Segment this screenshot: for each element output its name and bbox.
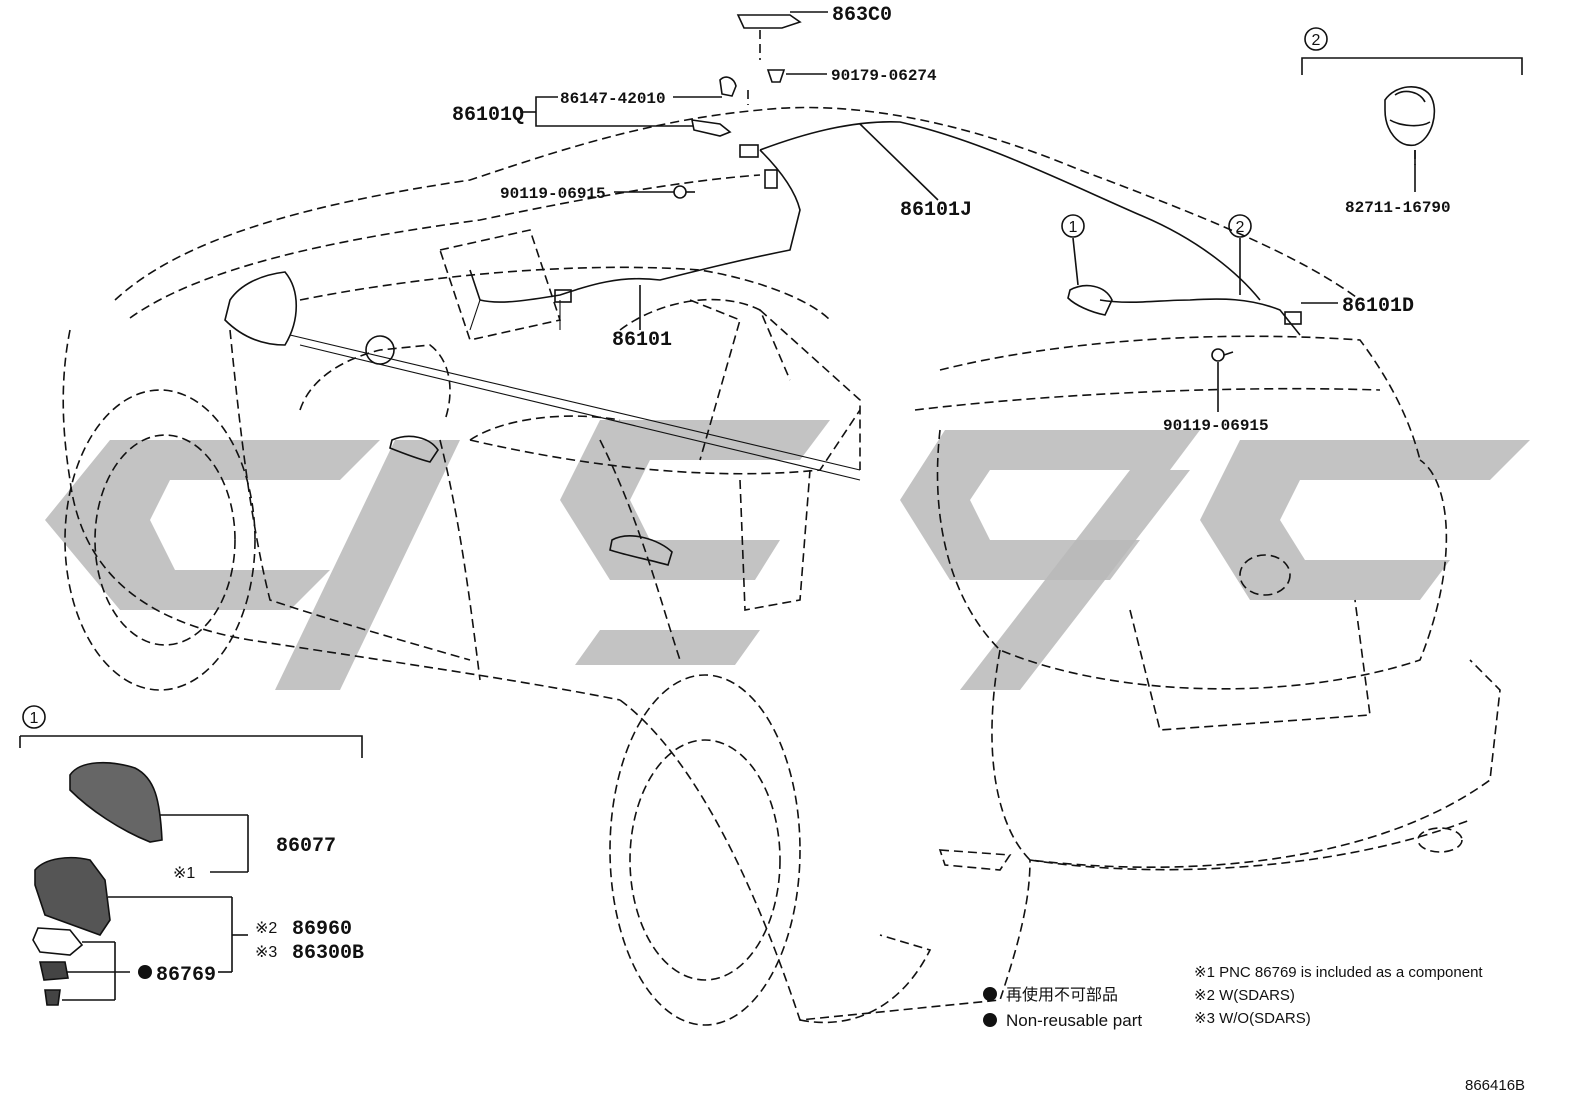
footnotes: ※1 PNC 86769 is included as a component … (1194, 964, 1483, 1027)
label-86101q: 86101Q (452, 104, 524, 127)
antenna-base-shape (34, 856, 111, 936)
watermark-logo (45, 420, 1530, 690)
callout-1-detail: 1 (30, 710, 39, 727)
label-86960: 86960 (292, 918, 352, 941)
callout-2-roof: 2 (1236, 219, 1245, 236)
note-1: ※1 PNC 86769 is included as a component (1194, 964, 1483, 981)
antenna-gasket-shape (32, 927, 84, 956)
antenna-clip-shape (39, 961, 69, 981)
label-863c0: 863C0 (832, 4, 892, 27)
part-labels: 863C0 90179-06274 86147-42010 86101Q 901… (138, 4, 1451, 987)
label-86101: 86101 (612, 329, 672, 352)
diagram-id: 866416B (1465, 1077, 1525, 1094)
callout-1-roof: 1 (1069, 219, 1078, 236)
label-86101d: 86101D (1342, 295, 1414, 318)
legend-dot-jp (983, 987, 997, 1001)
label-86147-42010: 86147-42010 (560, 90, 666, 108)
vehicle-outline (62, 106, 1501, 1026)
callout-2-top: 2 (1312, 32, 1321, 49)
legend: 再使用不可部品 Non-reusable part (983, 986, 1142, 1030)
label-86077: 86077 (276, 835, 336, 858)
ref-mark-2: ※2 (255, 920, 277, 937)
label-82711-16790: 82711-16790 (1345, 199, 1451, 217)
antenna-screw-shape (44, 989, 61, 1006)
legend-en: Non-reusable part (1006, 1011, 1142, 1030)
antenna-harness (469, 14, 1436, 362)
non-reusable-dot-86769 (138, 965, 152, 979)
note-2: ※2 W(SDARS) (1194, 987, 1295, 1004)
label-90179-06274: 90179-06274 (831, 67, 937, 85)
ref-mark-1: ※1 (173, 865, 195, 882)
antenna-cover-shape (69, 761, 163, 843)
label-90119-06915-right: 90119-06915 (1163, 417, 1269, 435)
label-86769: 86769 (156, 964, 216, 987)
ref-mark-3: ※3 (255, 944, 277, 961)
label-86300b: 86300B (292, 942, 364, 965)
callout-markers: 2 1 2 1 (22, 27, 1328, 729)
antenna-exploded-view (19, 735, 363, 1006)
note-3: ※3 W/O(SDARS) (1194, 1010, 1311, 1027)
legend-jp: 再使用不可部品 (1006, 986, 1118, 1004)
label-90119-06915-top: 90119-06915 (500, 185, 606, 203)
legend-dot-en (983, 1013, 997, 1027)
label-86101j: 86101J (900, 199, 972, 222)
leader-lines (520, 11, 1523, 412)
